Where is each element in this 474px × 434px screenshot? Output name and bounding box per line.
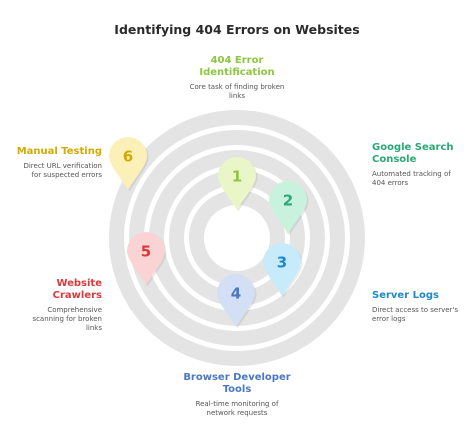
step-1-description: Core task of finding broken links	[189, 83, 285, 100]
label-step-4: Browser Developer Tools Real-time monito…	[162, 372, 312, 418]
pin-number-3: 3	[277, 254, 287, 272]
label-step-1: 404 Error Identification Core task of fi…	[162, 55, 312, 101]
step-6-description: Direct URL verification for suspected er…	[23, 162, 102, 179]
pin-marker-2: 2	[268, 180, 309, 236]
pin-marker-5: 5	[127, 232, 167, 287]
pin-marker-3: 3	[263, 243, 303, 298]
step-3-description: Direct access to server's error logs	[372, 306, 458, 323]
label-step-3: Server Logs Direct access to server's er…	[372, 290, 472, 324]
pin-number-6: 6	[123, 148, 133, 166]
diagram-title: Identifying 404 Errors on Websites	[114, 22, 360, 37]
step-2-heading: Google Search Console	[372, 142, 454, 165]
step-5-description: Comprehensive scanning for broken links	[32, 306, 102, 332]
label-step-5: Website Crawlers Comprehensive scanning …	[2, 278, 102, 333]
pin-number-4: 4	[231, 285, 241, 303]
label-step-6: Manual Testing Direct URL verification f…	[2, 146, 102, 180]
label-step-2: Google Search Console Automated tracking…	[372, 142, 472, 188]
pin-number-1: 1	[232, 168, 242, 186]
pin-marker-1: 1	[218, 157, 258, 212]
pin-marker-4: 4	[217, 274, 257, 329]
step-4-description: Real-time monitoring of network requests	[195, 400, 279, 417]
step-5-heading: Website Crawlers	[52, 278, 102, 301]
pin-number-2: 2	[283, 192, 293, 210]
step-1-heading: 404 Error Identification	[199, 55, 275, 78]
pin-number-5: 5	[141, 243, 151, 261]
step-4-heading: Browser Developer Tools	[183, 372, 291, 395]
step-6-heading: Manual Testing	[16, 146, 102, 157]
pin-marker-6: 6	[109, 137, 149, 192]
step-2-description: Automated tracking of 404 errors	[372, 170, 451, 187]
step-3-heading: Server Logs	[372, 290, 439, 301]
